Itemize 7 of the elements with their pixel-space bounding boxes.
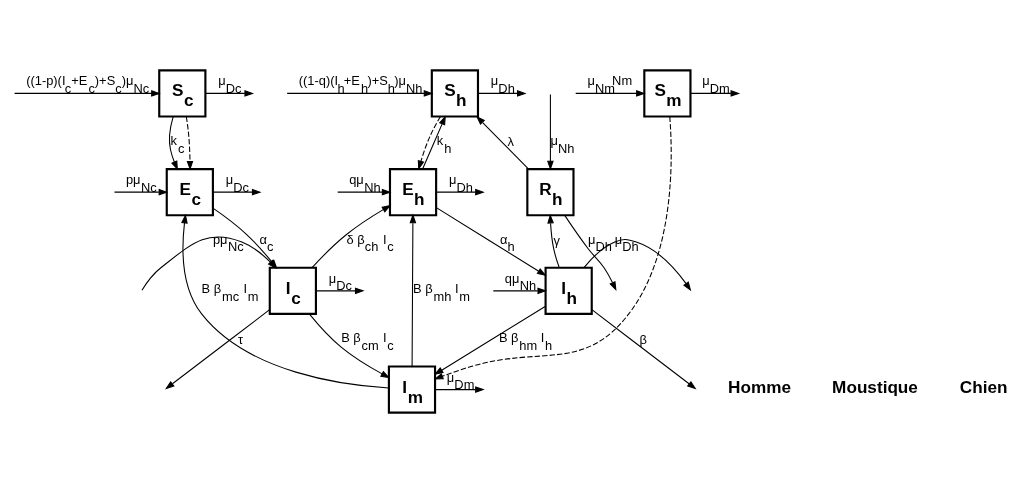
edge-label: γ	[553, 232, 560, 248]
edge-label: β	[638, 331, 647, 347]
label: Homme	[727, 376, 791, 397]
edge-label: τ	[237, 331, 243, 347]
edge-label: λ	[506, 134, 514, 150]
label: Moustique	[831, 376, 918, 397]
label: Chien	[959, 376, 1007, 397]
